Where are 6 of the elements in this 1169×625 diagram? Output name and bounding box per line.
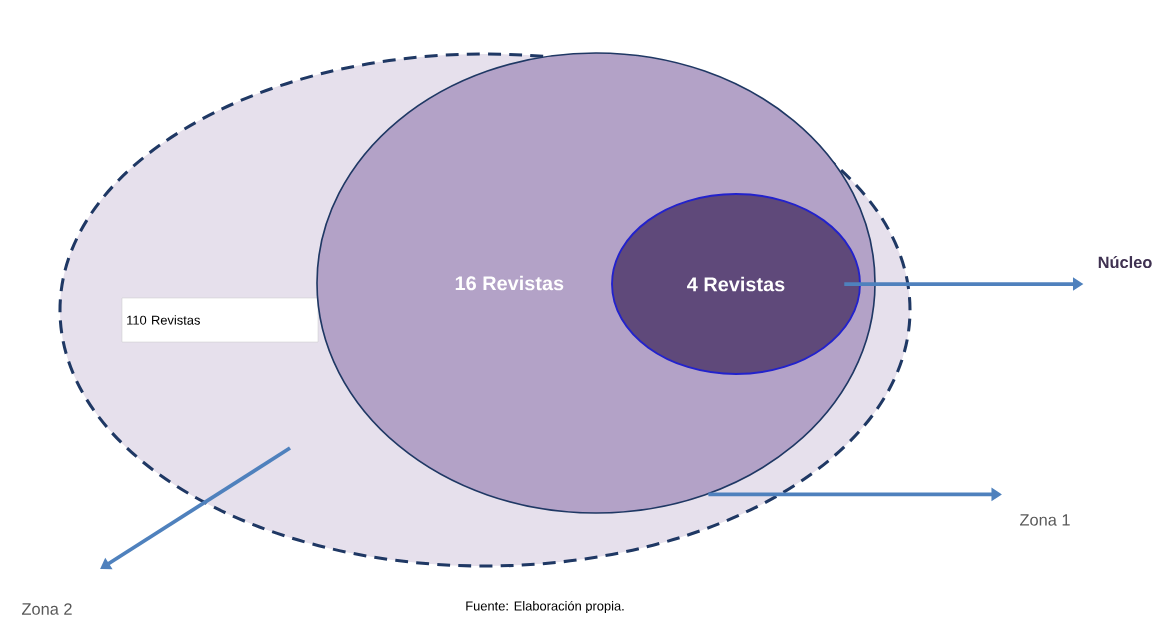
text-label: Núcleo <box>1098 255 1152 269</box>
arrow <box>100 446 291 570</box>
text-box: 110 Revistas <box>121 297 319 343</box>
text-label: Zona 1 <box>1020 514 1070 526</box>
caption: Fuente: Elaboración propia. <box>466 600 624 614</box>
text-label: Zona 2 <box>22 603 72 615</box>
